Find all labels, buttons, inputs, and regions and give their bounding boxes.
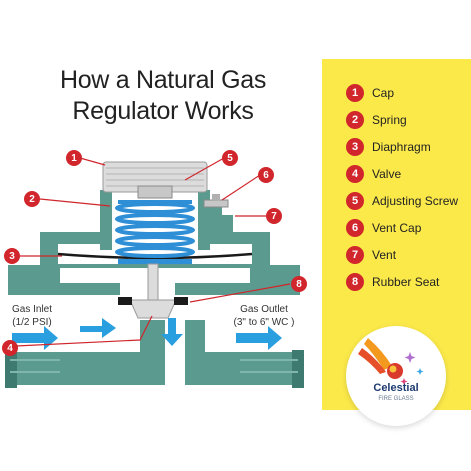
vent-stem xyxy=(210,205,222,217)
gas-outlet-label: Gas Outlet xyxy=(240,304,288,315)
inlet-pipe xyxy=(8,265,120,295)
spring-coil xyxy=(115,224,195,236)
logo-badge xyxy=(346,326,446,426)
legend-label: Cap xyxy=(372,86,395,100)
gas-outlet-pressure: (3" to 6" WC ) xyxy=(233,317,295,328)
callout-badge: 2 xyxy=(24,191,40,207)
valve-head xyxy=(129,299,177,319)
legend-item: 8 Rubber Seat xyxy=(346,273,439,291)
legend-item: 1 Cap xyxy=(346,84,394,102)
gas-inlet-label: Gas Inlet xyxy=(11,304,53,315)
spring-coils xyxy=(115,202,195,258)
legend-number: 5 xyxy=(346,192,364,210)
callout-badge: 5 xyxy=(222,150,238,166)
logo-name: Celestial xyxy=(373,382,419,394)
rubber-seat-right xyxy=(174,297,188,305)
vent-cap-knob xyxy=(212,194,220,201)
callout-badge: 7 xyxy=(266,208,282,224)
legend-number: 7 xyxy=(346,246,364,264)
spring-top-plate xyxy=(118,200,192,204)
legend-label: Rubber Seat xyxy=(372,275,440,289)
legend-item: 4 Valve xyxy=(346,165,401,183)
legend-item: 5 Adjusting Screw xyxy=(346,192,458,210)
cap-threads xyxy=(106,167,204,187)
outlet-pipe xyxy=(175,265,300,295)
vent-cap xyxy=(203,199,229,208)
lower-outlet-pipe xyxy=(185,320,300,385)
legend-label: Valve xyxy=(372,167,402,181)
valve-stem xyxy=(147,263,159,303)
callout-badge: 6 xyxy=(258,167,274,183)
spring-tower xyxy=(100,190,210,258)
leader-line xyxy=(189,283,291,303)
legend-label: Vent xyxy=(372,248,397,262)
leader-line xyxy=(15,315,153,347)
spring-coil xyxy=(115,246,195,258)
legend-number: 4 xyxy=(346,165,364,183)
adjusting-screw xyxy=(137,185,173,199)
callout-badge: 4 xyxy=(2,340,18,356)
callout-badge: 8 xyxy=(291,276,307,292)
legend-number: 8 xyxy=(346,273,364,291)
legend-number: 3 xyxy=(346,138,364,156)
outlet-turn-arrow xyxy=(161,318,183,346)
legend-label: Adjusting Screw xyxy=(372,194,459,208)
valve-assembly xyxy=(118,263,188,319)
inlet-turn-arrow xyxy=(80,318,116,338)
vent-pipe xyxy=(203,215,233,233)
legend-number: 1 xyxy=(346,84,364,102)
leader-line xyxy=(79,157,106,166)
tower-wall-left xyxy=(100,190,112,250)
leader-lines xyxy=(15,157,291,347)
legend-number: 6 xyxy=(346,219,364,237)
legend-label: Diaphragm xyxy=(372,140,431,154)
callout-badge: 1 xyxy=(66,150,82,166)
spring-coil xyxy=(115,235,195,247)
spring-coil xyxy=(115,213,195,225)
inner-thread-left xyxy=(10,359,60,373)
legend-item: 6 Vent Cap xyxy=(346,219,421,237)
legend-item: 2 Spring xyxy=(346,111,407,129)
legend-label: Vent Cap xyxy=(372,221,422,235)
leader-line xyxy=(221,174,261,201)
legend-label: Spring xyxy=(372,113,407,127)
title-line-2: Regulator Works xyxy=(72,97,254,125)
legend-item: 7 Vent xyxy=(346,246,396,264)
title-line-1: How a Natural Gas xyxy=(59,66,267,94)
lower-inlet-pipe xyxy=(8,320,165,385)
inner-thread-right xyxy=(240,359,298,373)
rubber-seat-left xyxy=(118,297,132,305)
logo-subtitle: FIRE GLASS xyxy=(378,396,414,402)
leader-line xyxy=(39,198,111,207)
leader-line xyxy=(184,157,225,181)
callout-badge: 3 xyxy=(4,248,20,264)
regulator-cap xyxy=(102,161,208,199)
legend-item: 3 Diaphragm xyxy=(346,138,431,156)
gas-inlet-pressure: (1/2 PSI) xyxy=(12,317,52,328)
legend-number: 2 xyxy=(346,111,364,129)
outlet-flange xyxy=(292,350,304,388)
vent-assembly xyxy=(203,194,233,233)
outlet-arrow xyxy=(236,326,282,350)
diaphragm-plate xyxy=(118,259,192,264)
